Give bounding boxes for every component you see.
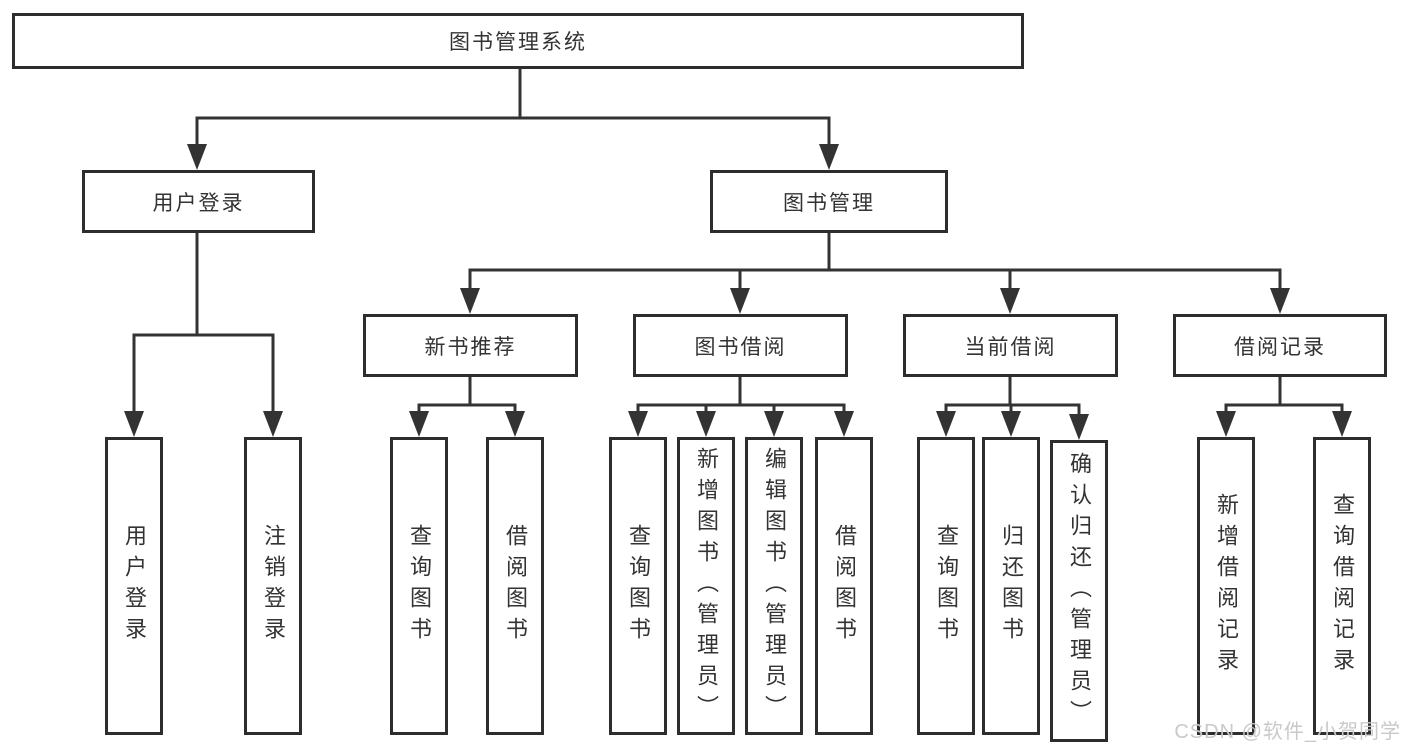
arrowhead (409, 411, 429, 437)
node-book-management: 图书管理 (710, 170, 948, 233)
watermark: CSDN @软件_小贺同学 (1174, 721, 1401, 743)
leaf-query-books-recommend-label: 查询图书 (407, 524, 432, 648)
leaf-borrow-books-borrowing-label: 借阅图书 (832, 524, 857, 648)
node-book-borrowing-label: 图书借阅 (694, 335, 787, 359)
leaf-user-login-label: 用户登录 (122, 524, 147, 648)
leaf-confirm-return-admin-label: 确认归还（管理员） (1067, 451, 1092, 731)
arrowhead (1000, 288, 1020, 314)
arrowhead (1332, 411, 1352, 437)
leaf-query-books-recommend: 查询图书 (390, 437, 448, 735)
arrowhead (1216, 411, 1236, 437)
connector-book-borrowing-subtree (628, 377, 854, 437)
connector-user-login-subtree (124, 233, 283, 437)
leaf-return-books: 归还图书 (982, 437, 1040, 735)
leaf-query-borrow-record-label: 查询借阅记录 (1330, 493, 1355, 679)
connector-book-management-to-level3 (460, 233, 1290, 314)
arrowhead (1270, 288, 1290, 314)
arrowhead (124, 411, 144, 437)
leaf-borrow-books-borrowing: 借阅图书 (815, 437, 873, 735)
node-book-borrowing: 图书借阅 (633, 314, 848, 377)
leaf-edit-book-admin-label: 编辑图书（管理员） (762, 446, 787, 726)
node-root-label: 图书管理系统 (449, 31, 587, 54)
node-borrowing-records: 借阅记录 (1173, 314, 1387, 377)
leaf-edit-book-admin: 编辑图书（管理员） (745, 437, 803, 735)
node-current-borrowing-label: 当前借阅 (964, 335, 1057, 359)
node-current-borrowing: 当前借阅 (903, 314, 1118, 377)
leaf-query-books-borrowing: 查询图书 (609, 437, 667, 735)
arrowhead (628, 411, 648, 437)
connector-root-to-level2 (187, 69, 839, 170)
node-root: 图书管理系统 (12, 13, 1024, 69)
arrowhead (696, 411, 716, 437)
node-borrowing-records-label: 借阅记录 (1234, 335, 1326, 359)
leaf-borrow-books-recommend: 借阅图书 (486, 437, 544, 735)
node-new-book-recommendation-label: 新书推荐 (424, 335, 517, 359)
leaf-add-book-admin: 新增图书（管理员） (677, 437, 735, 735)
arrowhead (936, 411, 956, 437)
leaf-confirm-return-admin: 确认归还（管理员） (1050, 440, 1108, 742)
leaf-user-login: 用户登录 (105, 437, 163, 735)
arrowhead (819, 144, 839, 170)
leaf-query-borrow-record: 查询借阅记录 (1313, 437, 1371, 735)
arrowhead (764, 411, 784, 437)
connector-borrowing-records-subtree (1216, 377, 1352, 437)
leaf-borrow-books-recommend-label: 借阅图书 (503, 524, 528, 648)
connector-new-book-subtree (409, 377, 525, 437)
node-book-management-label: 图书管理 (783, 191, 875, 215)
leaf-query-books-current: 查询图书 (917, 437, 975, 735)
connector-current-borrowing-subtree (936, 377, 1089, 440)
node-user-login: 用户登录 (82, 170, 315, 233)
leaf-add-borrow-record: 新增借阅记录 (1197, 437, 1255, 735)
arrowhead (460, 288, 480, 314)
arrowhead (263, 411, 283, 437)
arrowhead (730, 288, 750, 314)
leaf-add-borrow-record-label: 新增借阅记录 (1214, 493, 1239, 679)
leaf-logout: 注销登录 (244, 437, 302, 735)
node-user-login-label: 用户登录 (152, 191, 245, 215)
leaf-query-books-current-label: 查询图书 (934, 524, 959, 648)
arrowhead (834, 411, 854, 437)
node-new-book-recommendation: 新书推荐 (363, 314, 578, 377)
leaf-logout-label: 注销登录 (261, 524, 286, 648)
arrowhead (187, 144, 207, 170)
leaf-query-books-borrowing-label: 查询图书 (626, 524, 651, 648)
arrowhead (505, 411, 525, 437)
arrowhead (1001, 411, 1021, 437)
leaf-add-book-admin-label: 新增图书（管理员） (694, 446, 719, 726)
leaf-return-books-label: 归还图书 (999, 524, 1024, 648)
arrowhead (1069, 414, 1089, 440)
